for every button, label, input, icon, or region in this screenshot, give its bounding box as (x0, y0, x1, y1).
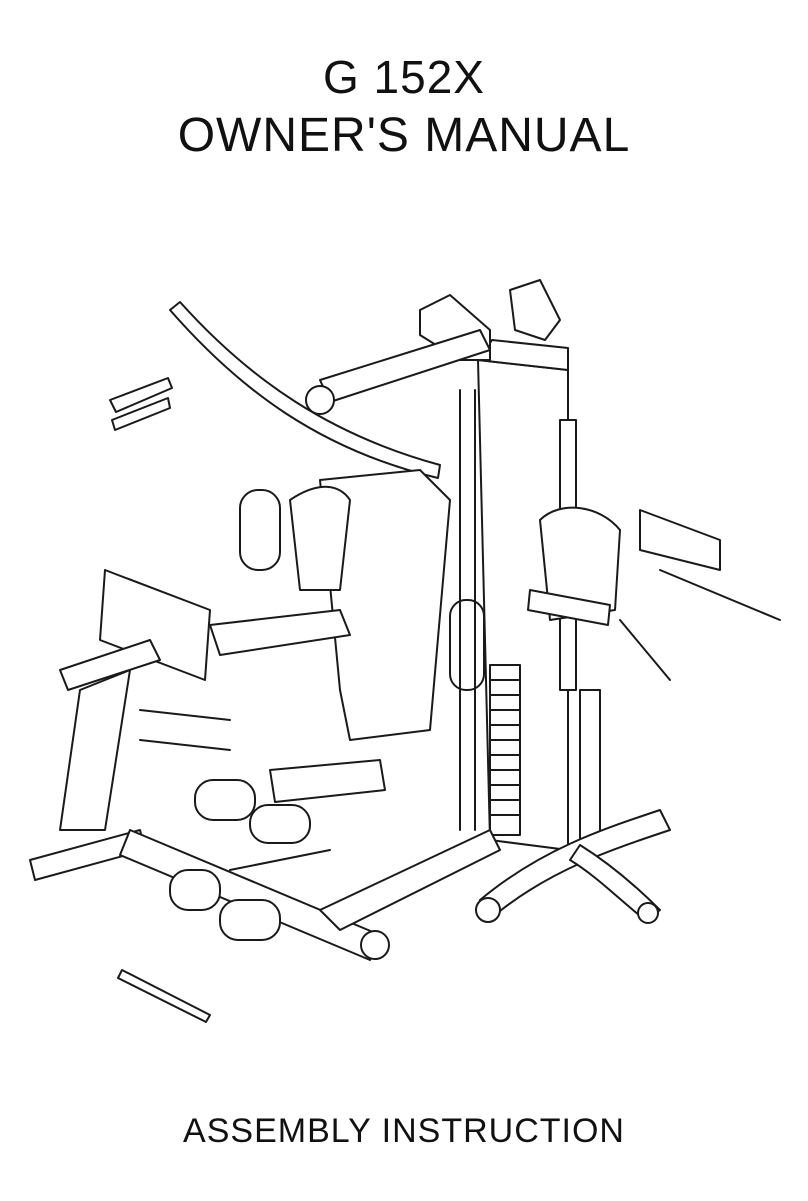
handle-strap (110, 378, 172, 430)
seat (210, 610, 350, 655)
home-gym-illustration (20, 270, 800, 1030)
press-arm (170, 302, 440, 478)
leg-press (30, 570, 210, 880)
short-bar (118, 970, 210, 1022)
model-number: G 152X (0, 50, 808, 104)
assembly-instruction-label: ASSEMBLY INSTRUCTION (0, 1112, 808, 1151)
manual-title: OWNER'S MANUAL (0, 108, 808, 163)
